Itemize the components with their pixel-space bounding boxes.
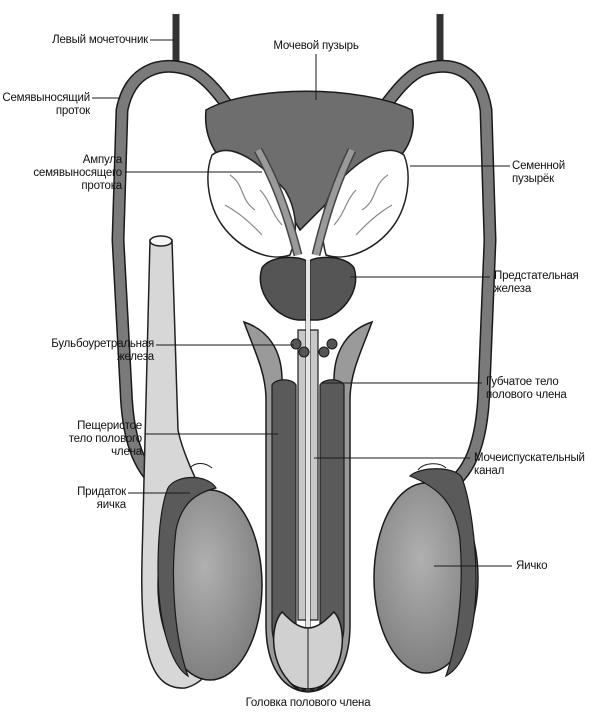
label-bulbourethral: Бульбоуретральная железа [10,338,154,364]
label-glans: Головка полового члена [230,697,386,710]
left-corpus-cavernosum [272,380,296,648]
right-corpus-cavernosum [320,380,344,648]
label-cavernosum: Пещеристое тело полового члена [30,420,142,459]
label-prostate: Предстательная железа [494,270,600,296]
label-seminal-vesicle: Семенной пузырёк [512,160,600,186]
label-testis: Яичко [516,560,586,573]
label-ampulla: Ампула семявыносящего протока [10,154,122,193]
label-bladder: Мочевой пузырь [250,40,382,53]
label-vas-deferens: Семявыносящий проток [2,92,90,118]
label-epididymis: Придаток яичка [40,486,126,512]
label-left-ureter: Левый мочеточник [6,34,148,47]
label-urethra: Мочеиспускательный канал [474,452,600,478]
label-spongiosum: Губчатое тело полового члена [486,376,600,402]
